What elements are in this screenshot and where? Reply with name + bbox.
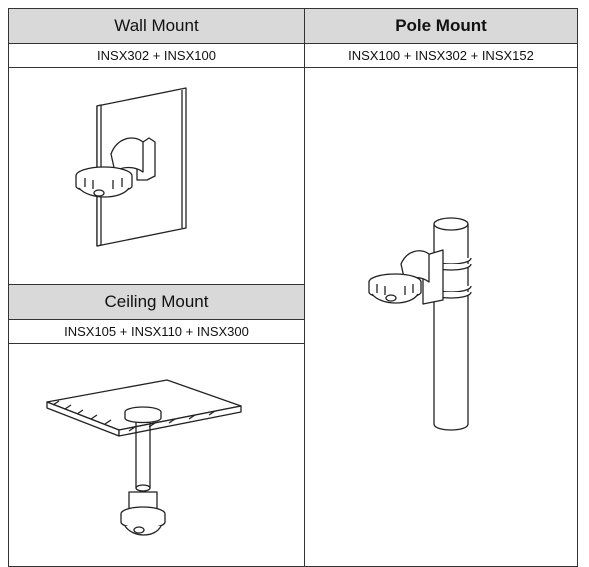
- ceiling-mount-illustration: [9, 344, 304, 566]
- wall-mount-header: Wall Mount: [8, 8, 305, 44]
- wall-mount-illustration-cell: [8, 67, 305, 285]
- pole-mount-illustration-cell: [304, 67, 578, 567]
- wall-mount-illustration: [9, 68, 304, 284]
- pole-mount-models: INSX100 + INSX302 + INSX152: [304, 43, 578, 68]
- pole-mount-header: Pole Mount: [304, 8, 578, 44]
- ceiling-mount-header: Ceiling Mount: [8, 284, 305, 320]
- ceiling-mount-models: INSX105 + INSX110 + INSX300: [8, 319, 305, 344]
- mount-options-table: Wall Mount INSX302 + INSX100: [8, 8, 578, 567]
- wall-mount-models: INSX302 + INSX100: [8, 43, 305, 68]
- pole-mount-illustration: [305, 68, 577, 566]
- ceiling-mount-illustration-cell: [8, 343, 305, 567]
